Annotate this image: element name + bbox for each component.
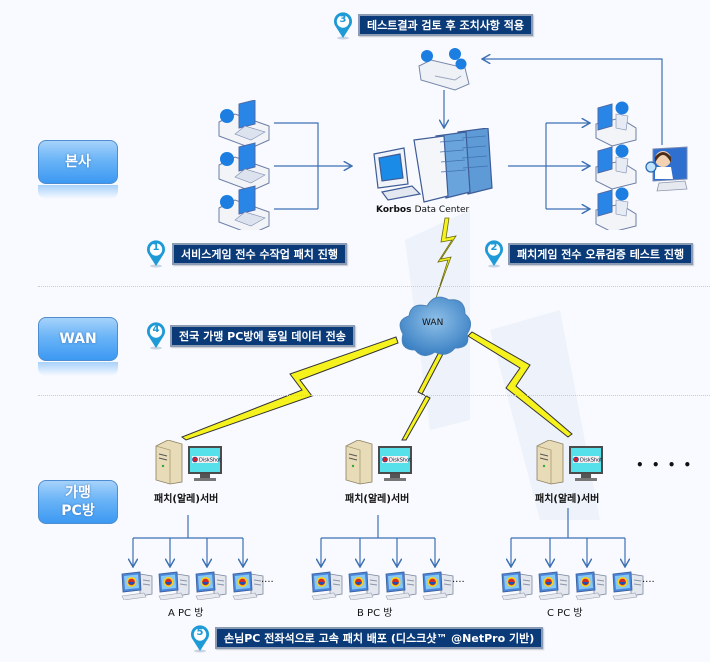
- zone-hq-reflection: [38, 185, 118, 199]
- lightning-wan-b: [401, 351, 444, 441]
- more-servers-ellipsis: • • • •: [636, 458, 694, 472]
- step-3-number: 3: [339, 14, 347, 25]
- client-pc-icon: [537, 570, 571, 604]
- step-5-pin-icon: 5: [190, 625, 210, 653]
- qa-analyst-icon: [645, 146, 688, 192]
- lightning-wan-c: [467, 331, 573, 438]
- client-pc-icon: [574, 570, 608, 604]
- lightning-wan-a: [180, 336, 399, 441]
- step-4-pin-icon: 4: [146, 322, 166, 350]
- review-team-icon: [418, 48, 470, 91]
- zone-wan-label: WAN: [59, 331, 97, 347]
- pc-room-c-more: ....: [642, 574, 655, 585]
- step-4-number: 4: [152, 324, 160, 335]
- step-1-label: 서비스게임 전수 수작업 패치 진행: [172, 243, 347, 265]
- tester-workstation-icons: [595, 101, 637, 230]
- client-pc-icon: [384, 570, 418, 604]
- pc-room-c-label: C PC 방: [547, 608, 583, 619]
- server-a-to-clients: [133, 515, 243, 567]
- wan-cloud-icon: [399, 296, 471, 356]
- pc-room-a-label: A PC 방: [168, 608, 204, 619]
- step-3-pin-icon: 3: [333, 12, 353, 40]
- feedback-connector: [444, 59, 663, 145]
- divider-wan-pcroom: [38, 395, 710, 396]
- client-pc-icon: [421, 570, 455, 604]
- office-workstation-icons: [218, 100, 270, 230]
- client-pc-icon: [611, 570, 645, 604]
- client-pc-icon: [310, 570, 344, 604]
- step-2-number: 2: [490, 242, 498, 253]
- patch-server-a-label: 패치(알레)서버: [154, 494, 219, 505]
- patch-server-c-label: 패치(알레)서버: [535, 494, 600, 505]
- zone-pcroom-label-line1: 가맹: [65, 485, 91, 501]
- datacenter-brand: Korbos: [376, 205, 412, 215]
- step-1-pin-icon: 1: [146, 240, 166, 268]
- patch-server-b-icon: [345, 440, 413, 485]
- server-b-to-clients: [321, 515, 435, 567]
- client-pc-icon: [120, 570, 154, 604]
- pc-room-b-more: ....: [452, 574, 465, 585]
- step-3-label: 테스트결과 검토 후 조치사항 적용: [358, 14, 533, 36]
- lightning-datacenter-wan: [435, 217, 457, 299]
- step-5-number: 5: [196, 627, 204, 638]
- server-c-to-clients: [511, 508, 625, 567]
- pc-room-a-more: ....: [261, 574, 274, 585]
- datacenter-name: Data Center: [414, 205, 470, 215]
- step-5-label: 손님PC 전좌석으로 고속 패치 배포 (디스크샷™ @NetPro 기반): [215, 627, 544, 649]
- client-pc-icon: [231, 570, 265, 604]
- datacenter-servers-icon: [373, 128, 493, 203]
- client-pc-icon: [194, 570, 228, 604]
- client-pc-icon: [347, 570, 381, 604]
- zone-hq-label: 본사: [65, 154, 91, 170]
- wan-cloud-label: WAN: [422, 318, 444, 328]
- step-2-label: 패치게임 전수 오류검증 테스트 진행: [508, 243, 694, 265]
- zone-wan[interactable]: WAN: [38, 317, 118, 361]
- step-2-pin-icon: 2: [484, 240, 504, 268]
- datacenter-label: Korbos Data Center: [376, 205, 469, 215]
- step-1-number: 1: [152, 242, 160, 253]
- zone-hq[interactable]: 본사: [38, 140, 118, 184]
- client-pc-icon: [157, 570, 191, 604]
- zone-pcroom-label-line2: PC방: [61, 503, 95, 519]
- office-to-datacenter-connector: [274, 122, 352, 210]
- zone-wan-reflection: [38, 362, 118, 376]
- patch-server-c-icon: [536, 440, 604, 485]
- pc-room-b-label: B PC 방: [357, 608, 393, 619]
- zone-pcroom[interactable]: 가맹 PC방: [38, 480, 118, 524]
- patch-server-a-icon: DiskShot: [155, 440, 222, 485]
- svg-text:DiskShot: DiskShot: [199, 458, 221, 464]
- divider-hq-wan: [38, 286, 710, 287]
- datacenter-to-testers-connector: [508, 123, 590, 209]
- patch-server-b-label: 패치(알레)서버: [345, 494, 410, 505]
- step-4-label: 전국 가맹 PC방에 동일 데이터 전송: [170, 325, 355, 347]
- client-pc-icon: [500, 570, 534, 604]
